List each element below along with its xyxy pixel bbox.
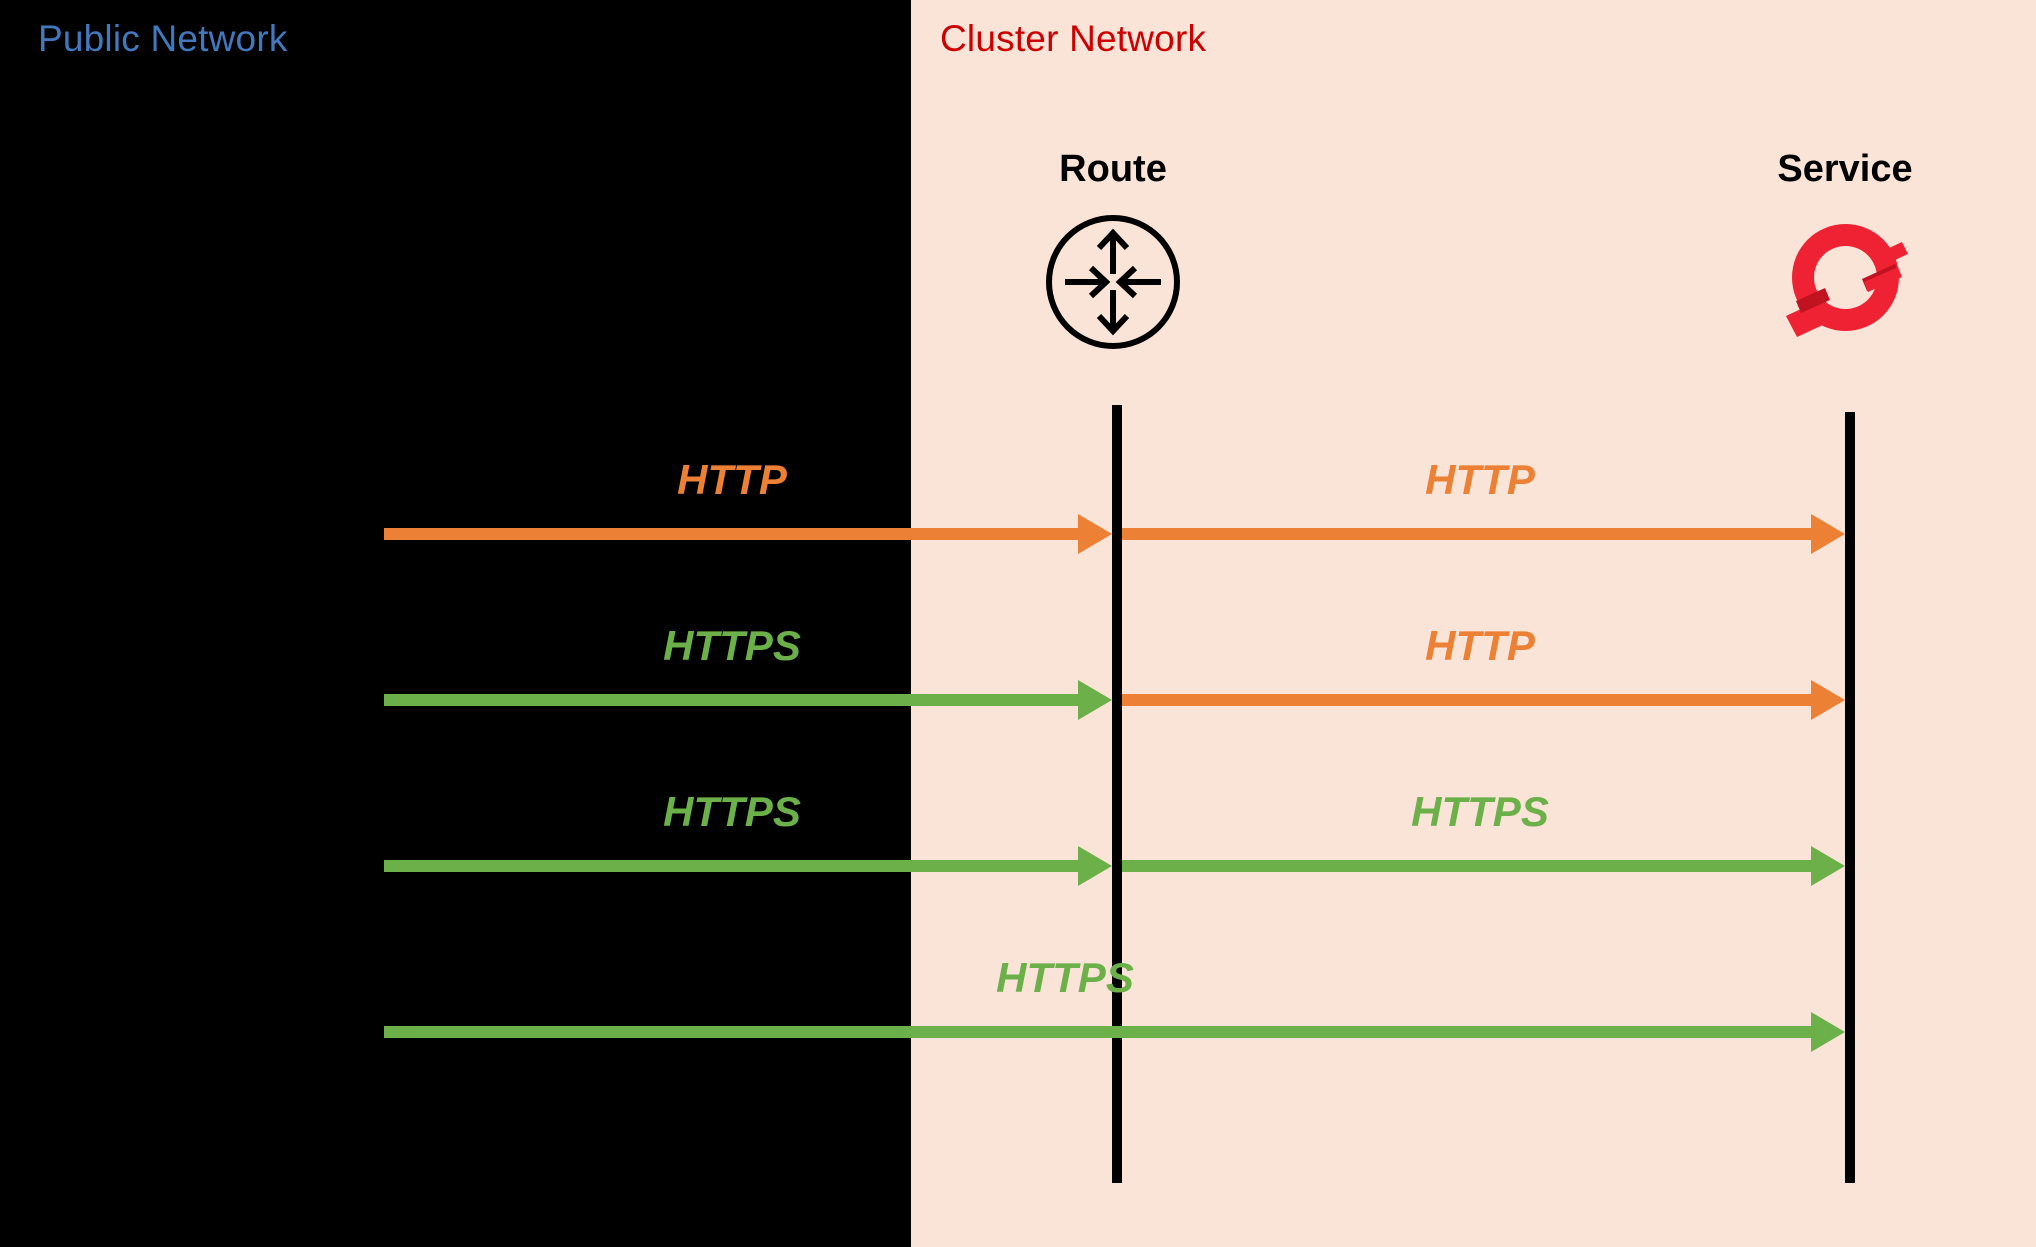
service-title: Service [1777, 148, 1913, 190]
row-4-label-right: HTTPS [996, 954, 1134, 1001]
route-title: Route [1059, 148, 1167, 190]
public-network-zone [0, 0, 911, 1247]
public-network-label: Public Network [38, 18, 288, 59]
row-2-label-left: HTTPS [663, 622, 801, 669]
row-3-label-left: HTTPS [663, 788, 801, 835]
row-1-label-left: HTTP [677, 456, 787, 503]
cluster-network-label: Cluster Network [940, 18, 1207, 59]
openshift-logo-icon [1778, 210, 1913, 345]
router-arrows-icon [1043, 212, 1183, 352]
row-3-label-right: HTTPS [1411, 788, 1549, 835]
row-2-label-right: HTTP [1425, 622, 1535, 669]
service-boundary-line [1845, 412, 1855, 1183]
route-boundary-line [1112, 405, 1122, 1183]
row-1-label-right: HTTP [1425, 456, 1535, 503]
